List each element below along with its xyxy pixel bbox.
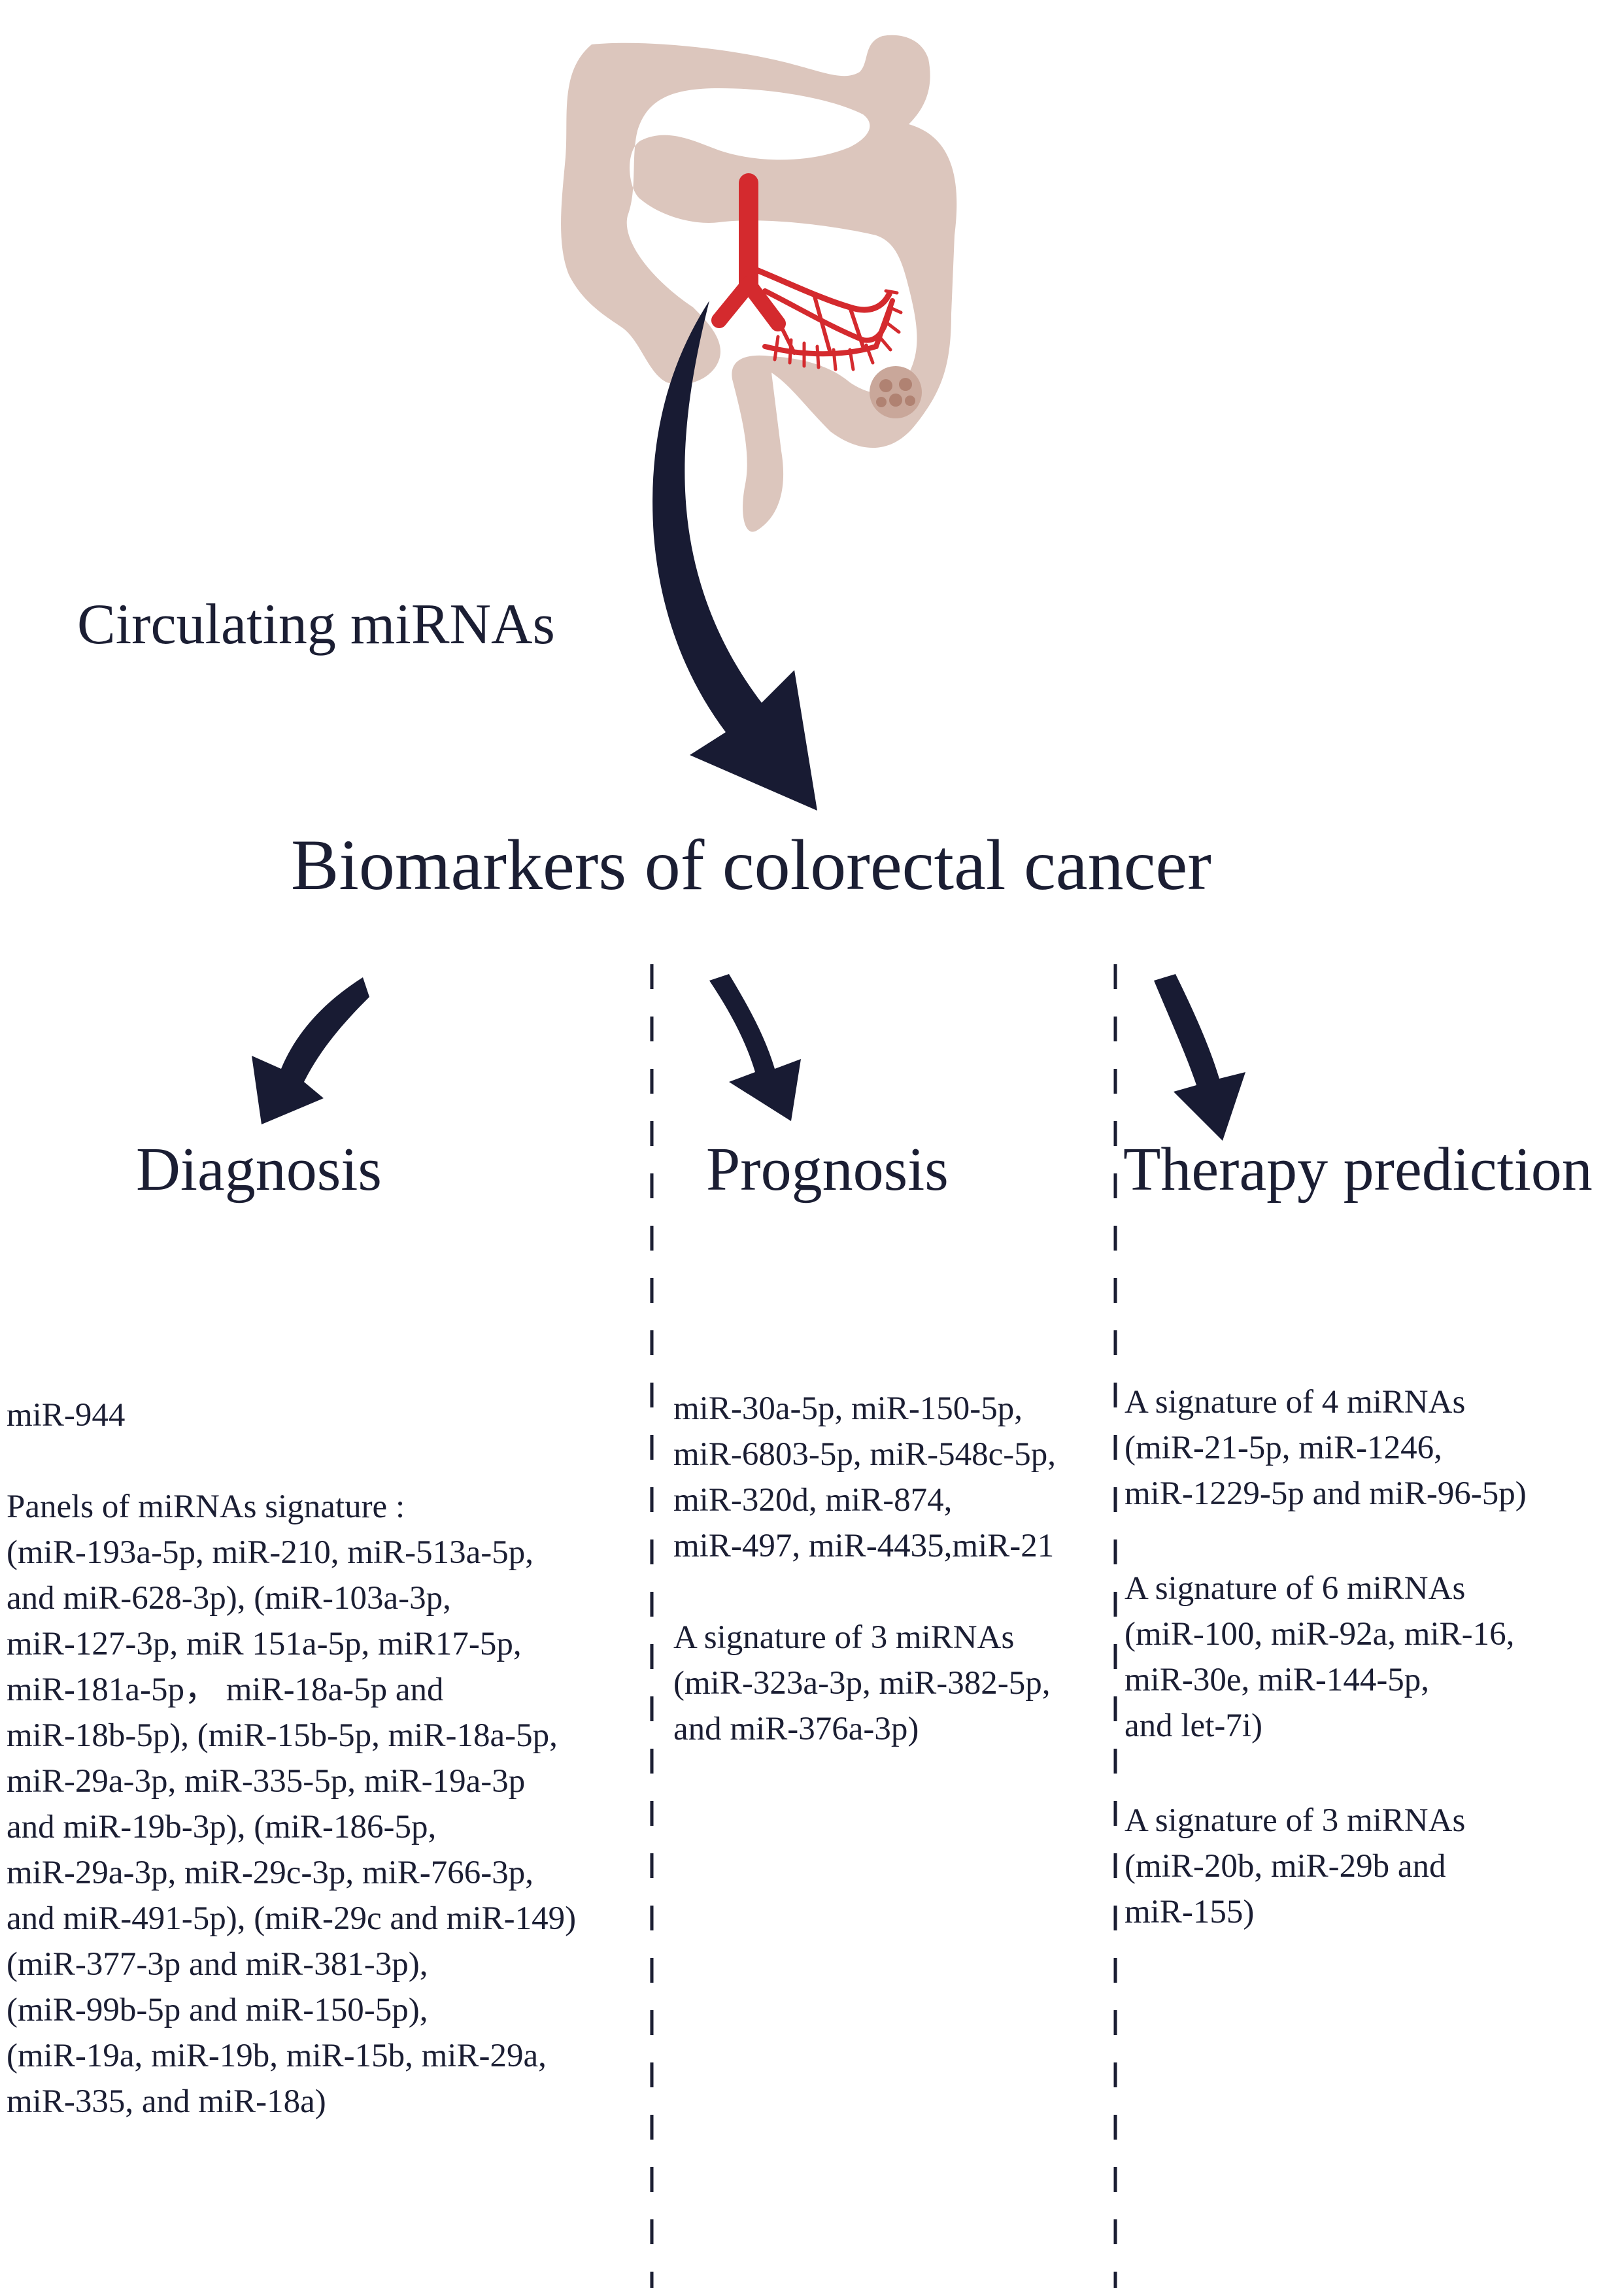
therapy-column: A signature of 4 miRNAs (miR-21-5p, miR-… [1125,1379,1621,1935]
tumor-illustration [870,366,922,418]
prognosis-column: miR-30a-5p, miR-150-5p, miR-6803-5p, miR… [673,1386,1111,1752]
main-title: Biomarkers of colorectal cancer [291,825,1211,905]
diagnosis-arrow [252,977,369,1124]
circulating-mirnas-label: Circulating miRNAs [77,593,555,656]
colon-illustration [561,35,957,532]
therapy-arrow [1154,974,1245,1141]
artery-illustration [711,173,903,371]
therapy-prediction-heading: Therapy prediction [1123,1136,1593,1203]
diagnosis-panels-text: Panels of miRNAs signature : (miR-193a-5… [7,1489,577,2120]
diagnosis-column: miR-944 Panels of miRNAs signature : (mi… [7,1392,647,2125]
dashed-separators [650,964,1117,2288]
prognosis-arrow [709,974,801,1121]
therapy-signature-4: A signature of 4 miRNAs (miR-21-5p, miR-… [1125,1384,1527,1512]
main-arrow [652,301,817,811]
diagnosis-heading: Diagnosis [136,1136,382,1203]
diagnosis-single-mirna: miR-944 [7,1397,126,1434]
prognosis-mirna-list: miR-30a-5p, miR-150-5p, miR-6803-5p, miR… [673,1390,1057,1564]
therapy-signature-3: A signature of 3 miRNAs (miR-20b, miR-29… [1125,1802,1466,1930]
therapy-signature-6: A signature of 6 miRNAs (miR-100, miR-92… [1125,1570,1515,1744]
prognosis-heading: Prognosis [706,1136,949,1203]
prognosis-signature: A signature of 3 miRNAs (miR-323a-3p, mi… [673,1619,1051,1747]
